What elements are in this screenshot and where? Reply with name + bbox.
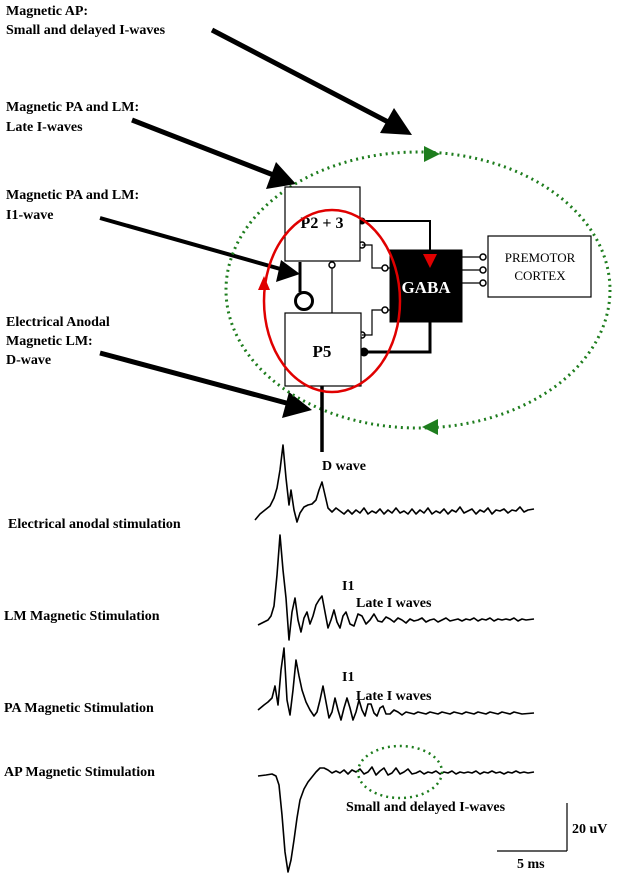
arrow-pa-lm-late: [131, 117, 296, 189]
scale-bar-time: 5 ms: [517, 857, 545, 872]
trace-pa-late: Late I waves: [356, 689, 432, 704]
red-arrow-left: [258, 276, 270, 290]
neuron-p5: P5: [284, 312, 362, 387]
trace-electrical-label: Electrical anodal stimulation: [8, 517, 181, 532]
trace-ap-note: Small and delayed I-waves: [346, 800, 506, 815]
ap-iwave-highlight: [356, 744, 444, 800]
trace-lm-late: Late I waves: [356, 596, 432, 611]
annotation-anodal: Electrical Anodal Magnetic LM: D-wave: [6, 315, 110, 368]
trace-ap-waveform: [257, 766, 535, 873]
arrow-pa-lm-i1: [99, 216, 300, 282]
annotation-anodal-line-3: D-wave: [6, 353, 51, 368]
trace-lm-waveform: [257, 534, 535, 641]
arrow-ap: [210, 27, 412, 135]
neuron-p5-label: P5: [313, 342, 332, 361]
loop-ellipse: [224, 150, 612, 430]
annotation-ap-line-2: Small and delayed I-waves: [6, 23, 166, 38]
trace-electrical-waveform: [254, 444, 535, 523]
scale-bar: 20 uV 5 ms: [497, 803, 607, 872]
annotation-pa-lm-i1: Magnetic PA and LM: I1-wave: [6, 188, 139, 223]
waveforms: [254, 444, 535, 873]
trace-ap-label: AP Magnetic Stimulation: [4, 765, 155, 780]
annotation-pa-lm-i1-line-1: Magnetic PA and LM:: [6, 188, 139, 203]
trace-pa-label: PA Magnetic Stimulation: [4, 701, 154, 716]
trace-lm-i1: I1: [342, 579, 354, 594]
annotation-pa-lm-late-line-2: Late I-waves: [6, 120, 83, 135]
loop-arrow-top: [424, 146, 440, 162]
red-arrow-right: [423, 254, 437, 268]
premotor-label-line-1: PREMOTOR: [505, 250, 576, 265]
annotation-pa-lm-i1-line-2: I1-wave: [6, 208, 53, 223]
scale-bar-amplitude: 20 uV: [572, 822, 607, 837]
trace-lm-label: LM Magnetic Stimulation: [4, 609, 160, 624]
red-loop: [258, 208, 437, 394]
annotation-anodal-line-1: Electrical Anodal: [6, 315, 110, 330]
premotor-label-line-2: CORTEX: [514, 268, 566, 283]
premotor-cortex: PREMOTOR CORTEX: [487, 235, 592, 298]
trace-electrical-wave-label: D wave: [322, 459, 366, 474]
stimulus-arrows: [99, 27, 412, 418]
cortical-loop: [224, 146, 612, 435]
trace-pa-waveform: [257, 647, 535, 721]
gaba-label: GABA: [401, 278, 451, 297]
neuron-p23-label: P2 + 3: [301, 215, 344, 232]
arrow-anodal: [99, 350, 312, 418]
annotation-pa-lm-late: Magnetic PA and LM: Late I-waves: [6, 100, 139, 135]
loop-arrow-bottom: [422, 419, 438, 435]
annotation-anodal-line-2: Magnetic LM:: [6, 334, 93, 349]
trace-pa-i1: I1: [342, 670, 354, 685]
red-loop-ellipse: [262, 208, 402, 394]
annotation-ap-line-1: Magnetic AP:: [6, 4, 88, 19]
annotation-pa-lm-late-line-1: Magnetic PA and LM:: [6, 100, 139, 115]
annotation-ap: Magnetic AP: Small and delayed I-waves: [6, 4, 166, 38]
gaba-interneuron: GABA: [389, 249, 463, 323]
